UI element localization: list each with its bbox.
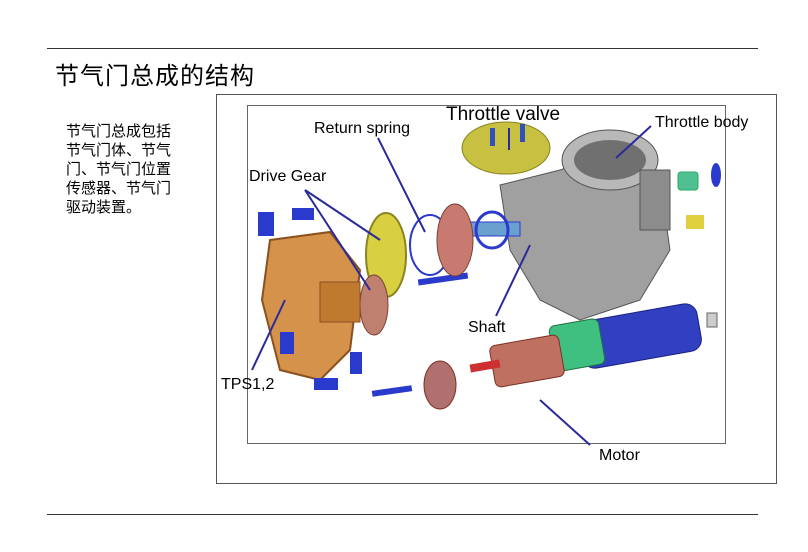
top-divider	[47, 48, 758, 49]
blue-clip	[258, 212, 274, 236]
tps-bracket	[319, 281, 361, 323]
blue-clip	[292, 208, 314, 220]
label-shaft: Shaft	[468, 319, 506, 336]
small-bracket	[706, 312, 718, 328]
motor-pinion	[371, 385, 413, 397]
blue-clip	[280, 332, 294, 354]
cap-part	[711, 163, 721, 187]
motor-armature	[489, 334, 565, 388]
throttle-valve-plate	[461, 121, 551, 175]
bottom-divider	[47, 514, 758, 515]
label-throttle-valve: Throttle valve	[446, 104, 561, 125]
shaft-coil	[474, 210, 510, 250]
drive-pinion	[359, 274, 389, 336]
label-throttle-body: Throttle body	[655, 114, 749, 131]
label-drive-gear: Drive Gear	[249, 168, 327, 185]
slide-description: 节气门总成包括节气门体、节气门、节气门位置传感器、节气门驱动装置。	[66, 122, 172, 216]
leader-lines	[251, 125, 652, 446]
label-return-spring: Return spring	[314, 120, 411, 137]
label-tps: TPS1,2	[221, 376, 275, 393]
motor-shaft	[469, 359, 501, 373]
blue-clip	[314, 378, 338, 390]
figure-frame	[216, 94, 777, 484]
yellow-clip	[686, 215, 704, 229]
label-motor: Motor	[599, 447, 640, 464]
sensor-connector	[677, 171, 699, 191]
spring-hub	[436, 203, 474, 277]
valve-screw	[520, 124, 525, 142]
throttle-body-flange	[639, 169, 671, 231]
blue-clip	[350, 352, 362, 374]
slide-title: 节气门总成的结构	[55, 62, 255, 90]
valve-screw	[490, 128, 495, 146]
motor-end-cap	[423, 360, 457, 410]
